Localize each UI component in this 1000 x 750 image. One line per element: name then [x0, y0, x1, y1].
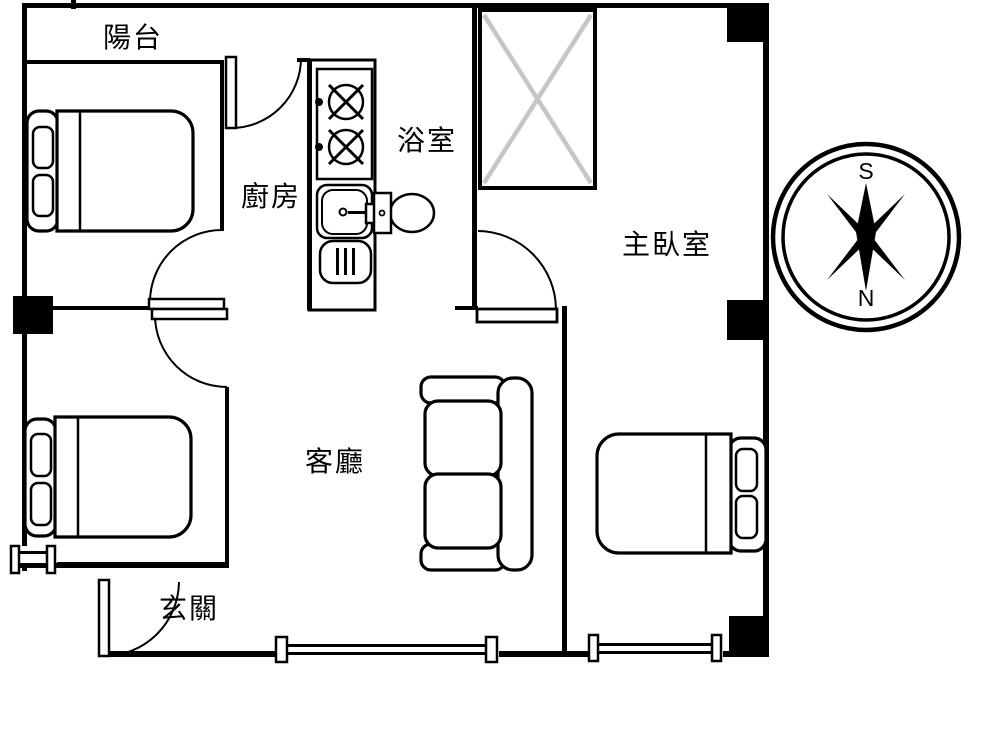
sofa-armrest-top	[419, 375, 507, 405]
bed1-pillow-1	[31, 125, 55, 170]
label-living-room: 客廳	[305, 446, 365, 477]
crossed-box-x-mark	[482, 13, 593, 185]
stove-knob-1	[315, 98, 323, 106]
compass: S N	[770, 141, 962, 333]
stove	[315, 67, 374, 181]
master-bed-pillow-2	[734, 494, 759, 540]
bed2-mattress	[53, 415, 193, 539]
entrance-door	[97, 578, 180, 658]
window-bottom-1	[274, 635, 499, 664]
bed2-pillow-2	[29, 481, 53, 527]
column-left	[13, 296, 53, 334]
bed-top-left	[25, 109, 195, 233]
column-mid-right	[727, 300, 768, 340]
sink-drain	[338, 207, 348, 217]
master-door-stub-wall	[455, 306, 478, 310]
compass-inner-circle	[781, 152, 951, 322]
master-bed-mattress	[595, 432, 733, 555]
column-bottom-right	[729, 616, 769, 655]
bed1-mattress	[55, 109, 195, 233]
window-left-tick-1	[9, 544, 21, 575]
left-wall	[22, 3, 27, 571]
master-bedroom-door	[475, 230, 559, 324]
bedroom2-door	[150, 307, 229, 388]
bedroom1-door-leaf	[147, 297, 226, 311]
doors	[97, 55, 559, 658]
burner-1	[327, 83, 365, 121]
structural-columns	[13, 5, 769, 655]
bed-master	[595, 432, 768, 555]
sofa-cushion-1	[423, 399, 503, 478]
bed-bottom-left	[23, 415, 193, 539]
top-wall-tick	[71, 0, 76, 9]
counter-left-edge	[307, 60, 312, 310]
bedroom2-right-wall	[225, 387, 229, 567]
stove-panel	[315, 67, 374, 181]
compass-south-label: S	[858, 158, 873, 184]
toilet-tank	[372, 191, 393, 235]
bedroom2-bottom-wall	[20, 562, 229, 568]
bedroom1-door	[147, 229, 226, 311]
balcony-door-leaf	[224, 55, 238, 130]
bedroom2-door-arc	[154, 314, 228, 388]
label-entrance: 玄關	[159, 593, 219, 624]
label-kitchen: 廚房	[241, 181, 301, 212]
bedroom2-door-leaf	[150, 307, 229, 321]
drainboard	[318, 239, 373, 285]
toilet-bowl	[388, 192, 436, 234]
compass-needle	[856, 183, 876, 291]
master-bed-pillow-1	[734, 447, 759, 493]
compass-outer-circle	[770, 141, 962, 333]
faucet-spout	[348, 211, 368, 214]
label-bathroom: 浴室	[397, 125, 457, 156]
top-wall	[22, 3, 768, 8]
column-top-right	[727, 5, 768, 42]
windows	[9, 544, 723, 664]
bedroom1-right-wall	[220, 60, 224, 231]
mid-left-wall	[50, 306, 151, 310]
living-master-wall	[562, 306, 567, 656]
master-door-leaf	[475, 307, 559, 324]
balcony-wall	[25, 60, 222, 64]
toilet	[372, 191, 436, 235]
balcony-door-stub	[297, 58, 310, 62]
window1-tick-1	[274, 635, 289, 664]
balcony-door-arc	[230, 57, 302, 129]
sofa	[419, 375, 534, 572]
drainboard-outline	[318, 239, 373, 285]
walls	[20, 0, 769, 657]
sofa-cushion-2	[423, 472, 503, 550]
window-left-tick-2	[45, 544, 57, 575]
bed1-pillow-2	[31, 173, 55, 218]
bathroom-wall	[472, 3, 477, 310]
window2-tick-1	[587, 633, 600, 663]
window1-tick-2	[484, 635, 499, 664]
bedroom1-door-arc	[149, 229, 223, 303]
master-door-arc	[477, 230, 557, 310]
compass-star	[827, 183, 905, 291]
entrance-door-arc	[103, 581, 180, 657]
entrance-door-leaf	[97, 578, 111, 658]
label-master-bedroom: 主臥室	[622, 229, 712, 260]
window-left	[9, 544, 57, 575]
bed2-pillow-1	[29, 432, 53, 478]
compass-north-label: N	[858, 285, 875, 311]
window-bottom-2	[587, 633, 723, 663]
kitchen-counter	[307, 58, 379, 312]
sofa-backrest	[496, 376, 534, 572]
toilet-button	[378, 209, 386, 217]
window2-tick-2	[710, 633, 723, 663]
crossed-box	[478, 8, 597, 190]
label-balcony: 陽台	[103, 22, 163, 53]
room-labels: 陽台 廚房 浴室 主臥室 客廳 玄關	[103, 22, 712, 624]
stove-knob-2	[315, 143, 323, 151]
burner-2	[327, 128, 365, 166]
balcony-door	[224, 55, 302, 130]
